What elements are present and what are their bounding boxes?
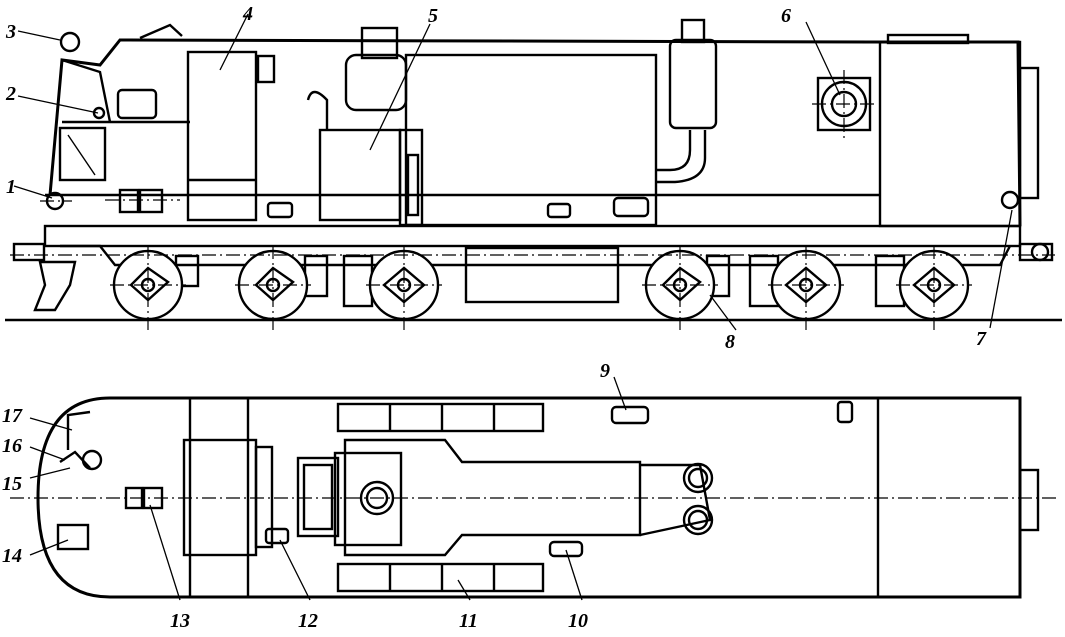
horn-3 — [59, 23, 183, 53]
fitting-2 — [92, 106, 106, 120]
callout-15: 15 — [2, 473, 22, 495]
callout-6: 6 — [781, 5, 791, 27]
wheel-4 — [642, 245, 718, 330]
wheel-6 — [896, 245, 972, 330]
callout-13: 13 — [170, 610, 190, 632]
exhaust-stack — [655, 18, 718, 184]
callout-4: 4 — [242, 3, 253, 25]
leader-lines — [13, 13, 1013, 601]
top-radiator-inner — [302, 463, 334, 531]
callout-8: 8 — [725, 331, 735, 353]
side-view — [5, 18, 1062, 330]
top-radiator — [296, 456, 340, 538]
cab-seat — [56, 523, 90, 551]
center-tank-lower — [464, 246, 620, 304]
wheel-5 — [768, 245, 844, 330]
callout-2: 2 — [5, 83, 16, 105]
cab — [58, 58, 190, 182]
fan-6 — [812, 70, 878, 138]
axle-box-3 — [342, 254, 374, 308]
callout-3: 1 — [6, 176, 16, 198]
valve-10 — [548, 540, 584, 558]
main-frame — [43, 224, 1022, 248]
valve-block — [105, 188, 180, 214]
top-crank-arm — [639, 463, 712, 537]
top-turbo-outer — [359, 480, 395, 516]
callouts: 3 2 1 4 5 6 7 8 9 10 11 12 13 14 15 16 1… — [2, 3, 987, 632]
fuel-tank — [404, 53, 658, 227]
wheel-1 — [110, 245, 186, 330]
rear-buffer-panel — [1018, 66, 1040, 200]
callout-9: 9 — [600, 360, 610, 382]
top-rear-buffer — [1018, 468, 1040, 532]
cab-lever-16 — [59, 449, 103, 471]
valve-13 — [124, 486, 164, 510]
valve-small-c — [612, 196, 650, 218]
fitting-7 — [1000, 190, 1020, 210]
callout-12: 12 — [298, 610, 318, 632]
callout-17: 17 — [2, 405, 23, 427]
callout-16: 16 — [2, 435, 22, 457]
top-pin-b — [682, 504, 714, 536]
valve-12 — [264, 527, 290, 545]
cab-console — [66, 410, 91, 450]
coupler-right — [1018, 242, 1054, 262]
rear-roof-hatch — [886, 33, 970, 45]
top-pin-a — [682, 462, 714, 494]
engine-block-4 — [186, 50, 276, 222]
axle-box-2 — [303, 254, 329, 298]
valve-9 — [610, 405, 650, 425]
top-engine-side — [254, 445, 274, 549]
callout-11: 11 — [459, 610, 478, 632]
fitting-1 — [40, 191, 72, 211]
callout-14: 14 — [2, 545, 22, 567]
wheel-3 — [366, 245, 442, 330]
top-body-outline — [36, 396, 1022, 599]
rear-hood — [878, 40, 1022, 228]
valve-small-b — [546, 202, 572, 219]
callout-5: 5 — [428, 5, 438, 27]
top-view — [10, 396, 1060, 599]
wheel-2 — [235, 245, 311, 330]
callout-10: 10 — [568, 610, 588, 632]
valve-small-a — [266, 201, 294, 219]
top-turbo-housing — [333, 451, 403, 547]
body-outline — [48, 38, 1022, 227]
callout-1: 3 — [5, 21, 16, 43]
coupler-left — [12, 242, 77, 312]
battery-box-bottom — [336, 562, 545, 593]
valve-rear — [836, 400, 854, 424]
battery-box-top — [336, 402, 545, 433]
top-turbo-inner — [365, 486, 389, 510]
callout-7: 7 — [976, 328, 987, 350]
